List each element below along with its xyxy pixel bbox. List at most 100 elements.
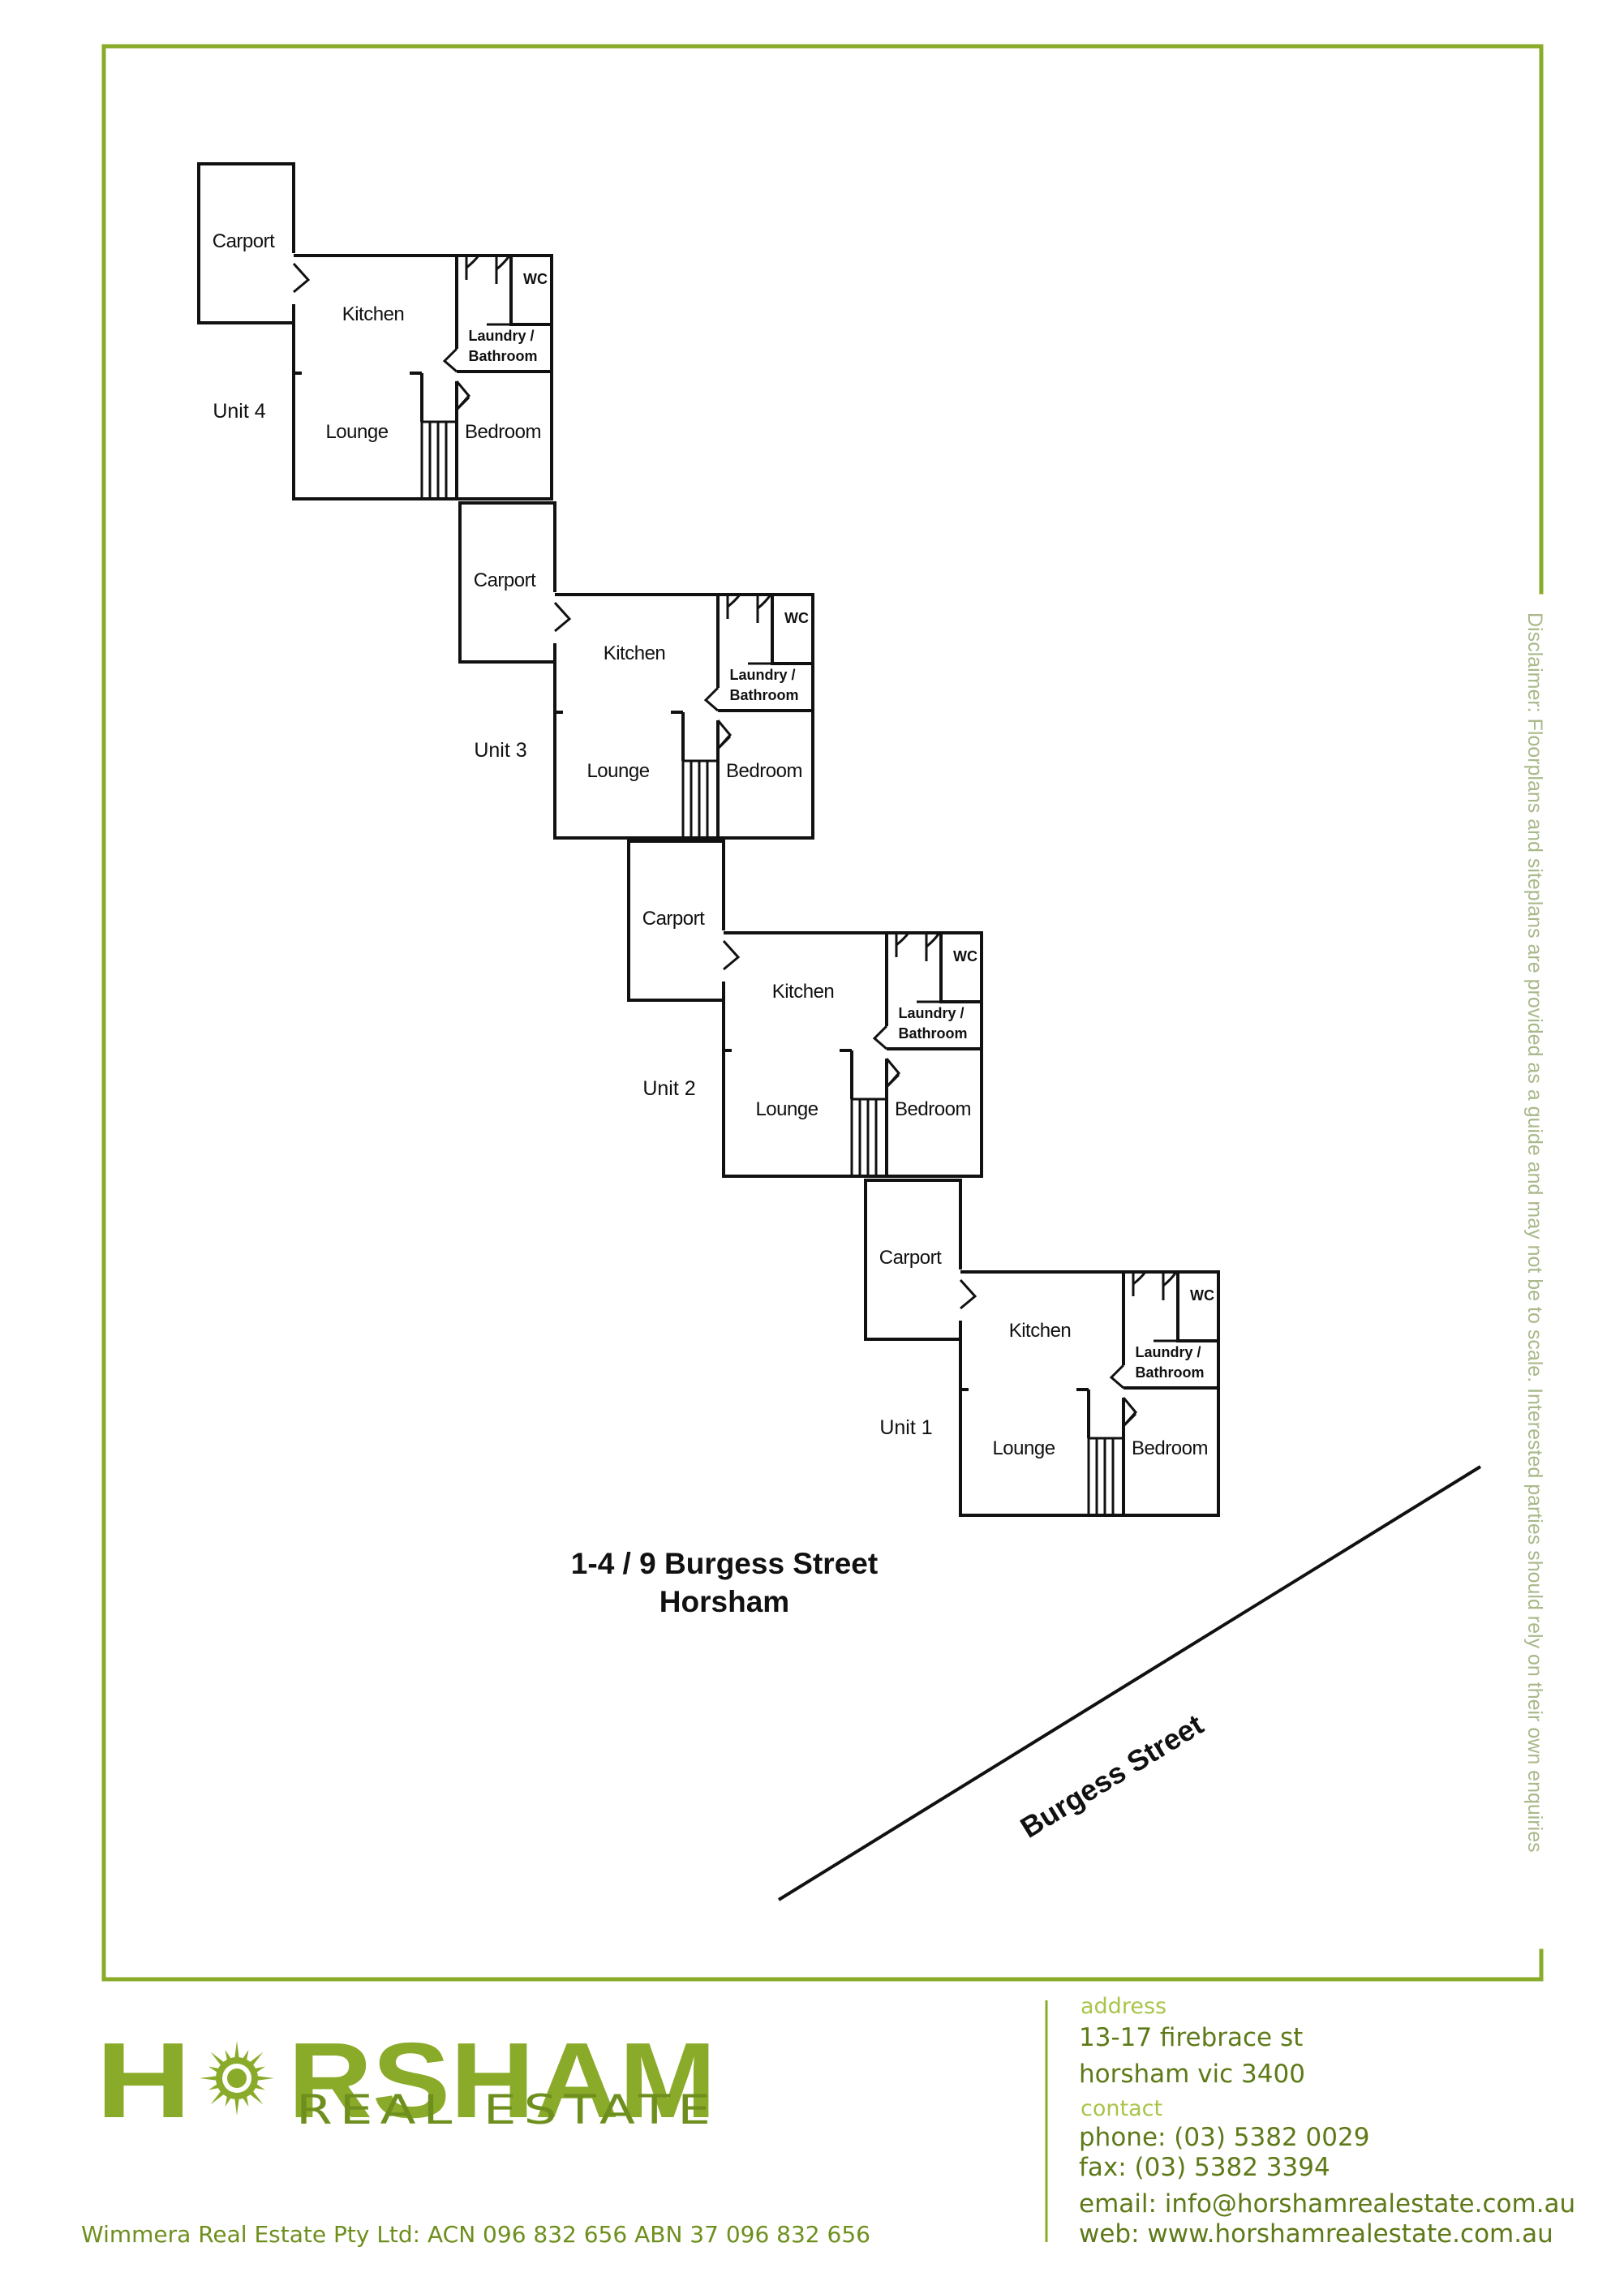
room-label-kitchen: Kitchen [1009,1320,1072,1342]
room-label-carport: Carport [213,230,275,252]
sun-ray [248,2090,264,2105]
room-label-kitchen: Kitchen [604,642,666,664]
sun-ray [253,2083,266,2090]
page-border [101,44,1544,1982]
street-line [777,1465,1482,1901]
room-label-bathroom: Bathroom [730,687,799,703]
door-swing [872,1025,888,1050]
room-label-lounge: Lounge [755,1098,818,1120]
room-label-bedroom: Bedroom [1132,1437,1208,1459]
door-swing [1162,1271,1178,1300]
door-swing [455,380,470,410]
door-swing [756,594,772,623]
room-label-carport: Carport [642,908,705,930]
contact-heading: contact [1081,2096,1162,2121]
email-line: email: info@horshamrealestate.com.au [1079,2189,1575,2219]
room-label-laundry: Laundry / [1135,1344,1201,1360]
door-swing [1122,1412,1137,1428]
wc-outline [771,595,813,665]
door-swing [895,932,910,957]
sun-ray [253,2066,266,2073]
door-swing [703,686,720,712]
sun-ray [242,2049,249,2062]
sun-ray [225,2094,232,2107]
street-label: Burgess Street [1015,1708,1209,1845]
web-line: web: www.horshamrealestate.com.au [1079,2219,1553,2249]
room-label-bathroom: Bathroom [469,348,538,364]
address-line1: 13-17 firebrace st [1079,2023,1303,2052]
door-swing [1132,1271,1147,1296]
unit-label: Unit 2 [642,1077,695,1100]
logo-subtitle: REAL ESTATE [296,2086,718,2133]
door-swing [465,255,480,280]
room-label-wc: WC [784,610,809,626]
room-label-kitchen: Kitchen [772,981,835,1003]
room-label-bedroom: Bedroom [465,421,541,443]
phone-line: phone: (03) 5382 0029 [1079,2123,1369,2152]
sun-ray [256,2076,274,2081]
room-label-kitchen: Kitchen [342,303,405,325]
sun-ray [208,2083,221,2090]
room-label-carport: Carport [879,1247,942,1269]
room-label-laundry: Laundry / [729,667,795,683]
room-label-carport: Carport [474,569,536,591]
door-swing [1122,1397,1137,1427]
door-swing [442,347,458,373]
contact-block: address 13-17 firebrace st horsham vic 3… [1079,1994,1575,2249]
room-label-lounge: Lounge [586,760,649,782]
logo-letters-rsham: RSHAM [288,2021,716,2140]
door-swing [925,932,941,961]
room-label-laundry: Laundry / [898,1005,964,1021]
room-label-lounge: Lounge [992,1437,1055,1459]
door-swing [455,396,470,411]
sun-ray [225,2049,232,2062]
room-label-wc: WC [523,271,548,287]
door-swing [959,1278,977,1310]
unit-label: Unit 1 [879,1416,932,1439]
door-swing [885,1073,900,1089]
room-label-lounge: Lounge [325,421,388,443]
wc-outline [939,933,982,1003]
logo-letter-h: H [96,2021,191,2140]
wc-outline [1176,1272,1218,1342]
sun-ray [208,2066,221,2073]
property-suburb: Horsham [659,1585,789,1618]
door-swing [553,601,572,633]
room-label-wc: WC [1190,1287,1214,1304]
sun-ray [210,2051,226,2067]
door-swing [726,594,741,619]
room-label-wc: WC [953,948,977,964]
room-label-laundry: Laundry / [468,328,534,344]
logo: H RSHAM REAL ESTATE [96,2021,718,2140]
door-swing [885,1058,900,1088]
room-label-bathroom: Bathroom [1136,1364,1205,1381]
disclaimer-text: Disclaimer: Floorplans and siteplans are… [1523,612,1546,1853]
address-line2: horsham vic 3400 [1079,2060,1305,2089]
door-swing [495,255,511,284]
fax-line: fax: (03) 5382 3394 [1079,2153,1330,2182]
room-label-bathroom: Bathroom [899,1025,968,1042]
property-title: 1-4 / 9 Burgess Street [571,1547,878,1580]
sun-ray [234,2097,239,2116]
door-swing [722,939,741,971]
room-label-bedroom: Bedroom [726,760,802,782]
sun-ray [248,2051,264,2067]
sun-ray [242,2094,249,2107]
door-swing [716,720,732,750]
door-swing [1109,1364,1125,1390]
address-heading: address [1081,1994,1166,2019]
sun-ray [234,2041,239,2060]
sunburst-icon [200,2041,274,2116]
door-swing [716,735,732,750]
wc-outline [509,256,552,326]
room-label-bedroom: Bedroom [895,1098,971,1120]
sun-ray [210,2090,226,2105]
door-swing [292,262,311,294]
unit-label: Unit 3 [474,739,526,762]
unit-label: Unit 4 [213,400,265,423]
